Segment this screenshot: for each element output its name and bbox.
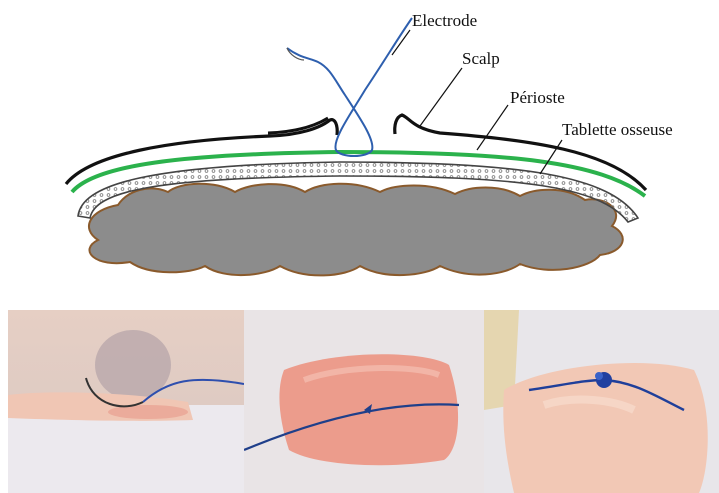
brain-shape — [89, 184, 623, 276]
photo-electrode-knotted — [484, 310, 719, 493]
label-bone: Tablette osseuse — [562, 120, 673, 139]
label-electrode: Electrode — [412, 11, 477, 30]
label-scalp: Scalp — [462, 49, 500, 68]
leader-scalp — [420, 68, 462, 126]
photo-needle-insertion — [8, 310, 244, 493]
scalp-electrode-diagram: Electrode Scalp Périoste Tablette osseus… — [0, 0, 719, 290]
electrode-wire — [287, 18, 412, 156]
label-periosteum: Périoste — [510, 88, 565, 107]
leader-periosteum — [477, 105, 508, 150]
photo-electrode-threaded — [244, 310, 484, 493]
